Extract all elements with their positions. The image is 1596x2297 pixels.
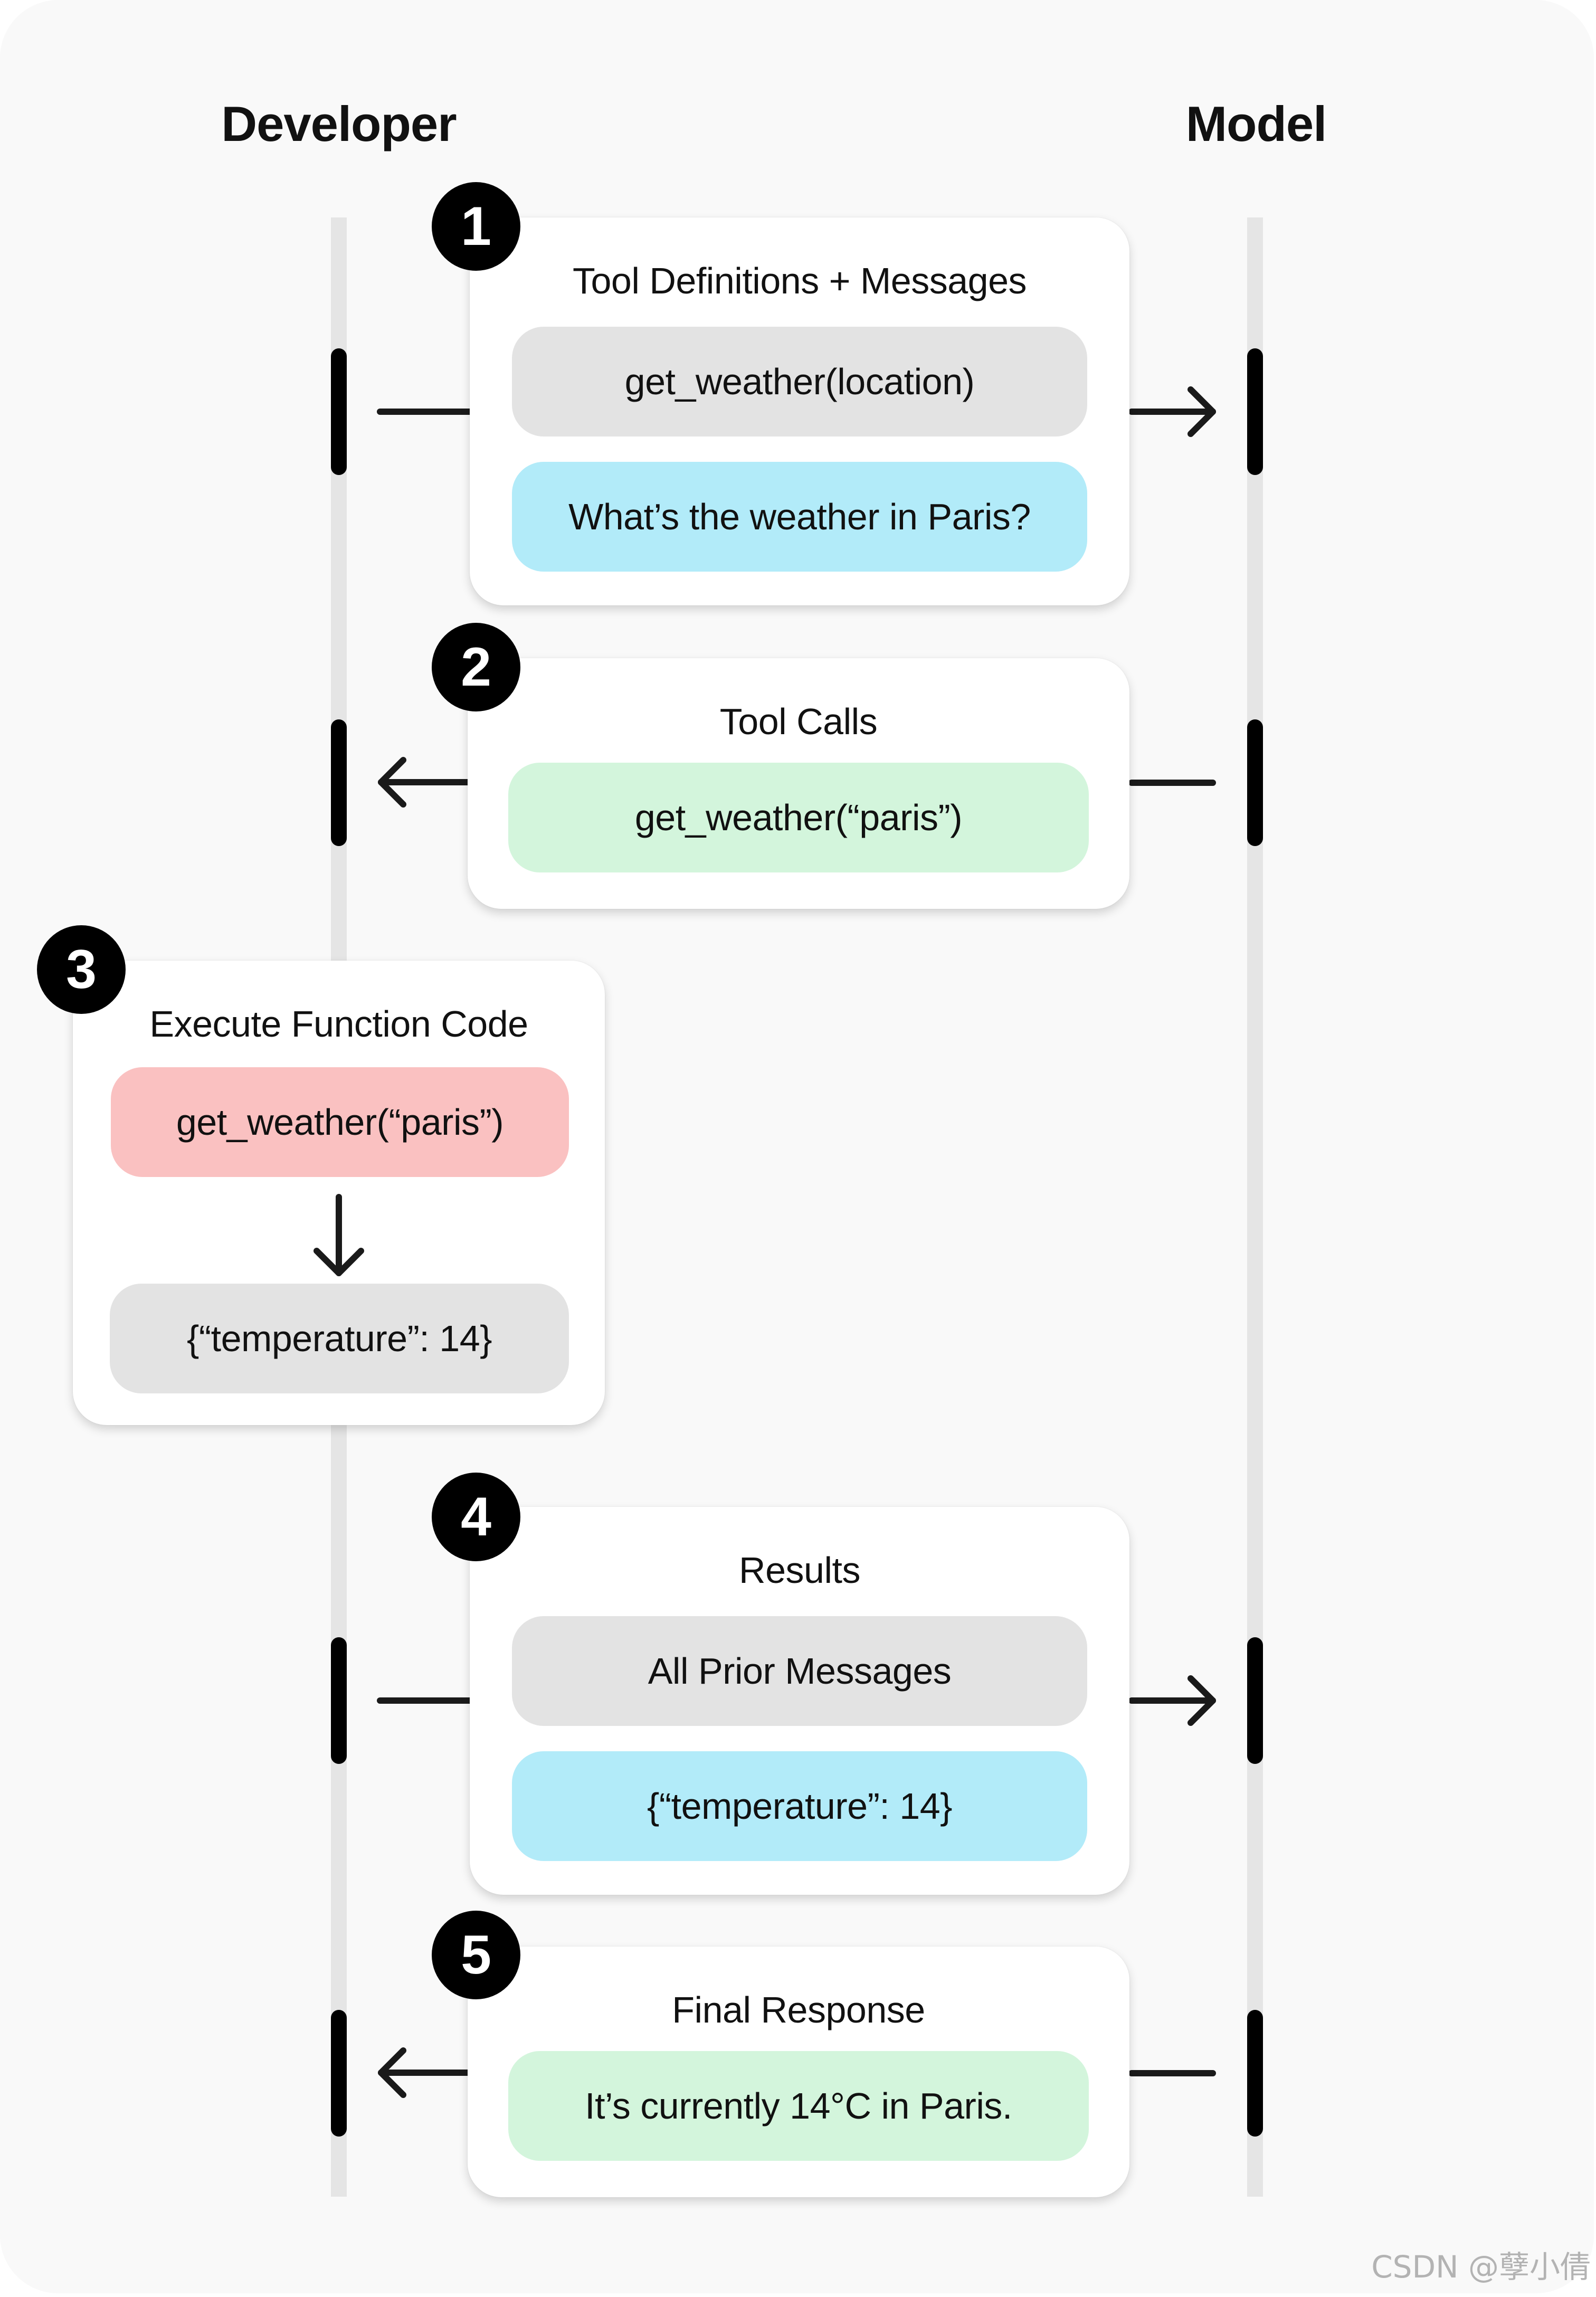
step-2-number-badge: 2: [432, 623, 520, 711]
step-3-title: Execute Function Code: [149, 1003, 528, 1045]
step-1-right-arrow-icon: [1128, 386, 1216, 437]
step-4-prior-messages-pill: All Prior Messages: [512, 1616, 1087, 1726]
step-4-card: Results All Prior Messages {“temperature…: [470, 1507, 1129, 1895]
step-2-title: Tool Calls: [719, 701, 878, 742]
model-lane-line: [1247, 217, 1263, 2197]
step-3-down-arrow-icon: [314, 1194, 364, 1276]
step-2-left-arrow-icon: [378, 757, 472, 808]
step-2-connector-right: [1128, 780, 1216, 786]
step-4-number-badge: 4: [432, 1473, 520, 1561]
developer-lane-title: Developer: [221, 96, 457, 151]
step-3-number-badge: 3: [37, 925, 126, 1014]
developer-marker-step-4: [331, 1637, 347, 1764]
step-1-tool-definition-pill: get_weather(location): [512, 327, 1087, 436]
step-5-card: Final Response It’s currently 14°C in Pa…: [468, 1947, 1129, 2197]
step-5-left-arrow-icon: [378, 2047, 472, 2098]
step-3-card: Execute Function Code get_weather(“paris…: [73, 961, 605, 1425]
model-marker-step-2: [1247, 719, 1263, 846]
watermark: CSDN @孽小倩: [1371, 2249, 1591, 2285]
step-4-right-arrow-icon: [1128, 1675, 1216, 1726]
step-1-card: Tool Definitions + Messages get_weather(…: [470, 217, 1129, 605]
step-4-result-pill: {“temperature”: 14}: [512, 1751, 1087, 1861]
step-5-number-badge: 5: [432, 1911, 520, 1999]
developer-marker-step-1: [331, 348, 347, 475]
step-2-tool-call-pill: get_weather(“paris”): [508, 763, 1089, 872]
model-marker-step-1: [1247, 348, 1263, 475]
model-marker-step-5: [1247, 2010, 1263, 2137]
step-3-function-result-pill: {“temperature”: 14}: [110, 1284, 569, 1393]
step-3-function-call-pill: get_weather(“paris”): [111, 1067, 569, 1177]
step-1-title: Tool Definitions + Messages: [573, 260, 1027, 301]
model-marker-step-4: [1247, 1637, 1263, 1764]
step-5-title: Final Response: [672, 1989, 925, 2030]
step-5-connector-right: [1128, 2070, 1216, 2076]
developer-marker-step-2: [331, 719, 347, 846]
step-4-title: Results: [739, 1550, 860, 1591]
step-5-final-response-pill: It’s currently 14°C in Paris.: [508, 2051, 1089, 2161]
developer-marker-step-5: [331, 2010, 347, 2137]
step-1-user-message-pill: What’s the weather in Paris?: [512, 462, 1087, 572]
model-lane-title: Model: [1185, 96, 1327, 151]
step-4-connector-left: [377, 1697, 473, 1704]
step-1-connector-left: [377, 409, 473, 415]
step-1-number-badge: 1: [432, 182, 520, 271]
step-2-card: Tool Calls get_weather(“paris”): [468, 658, 1129, 909]
